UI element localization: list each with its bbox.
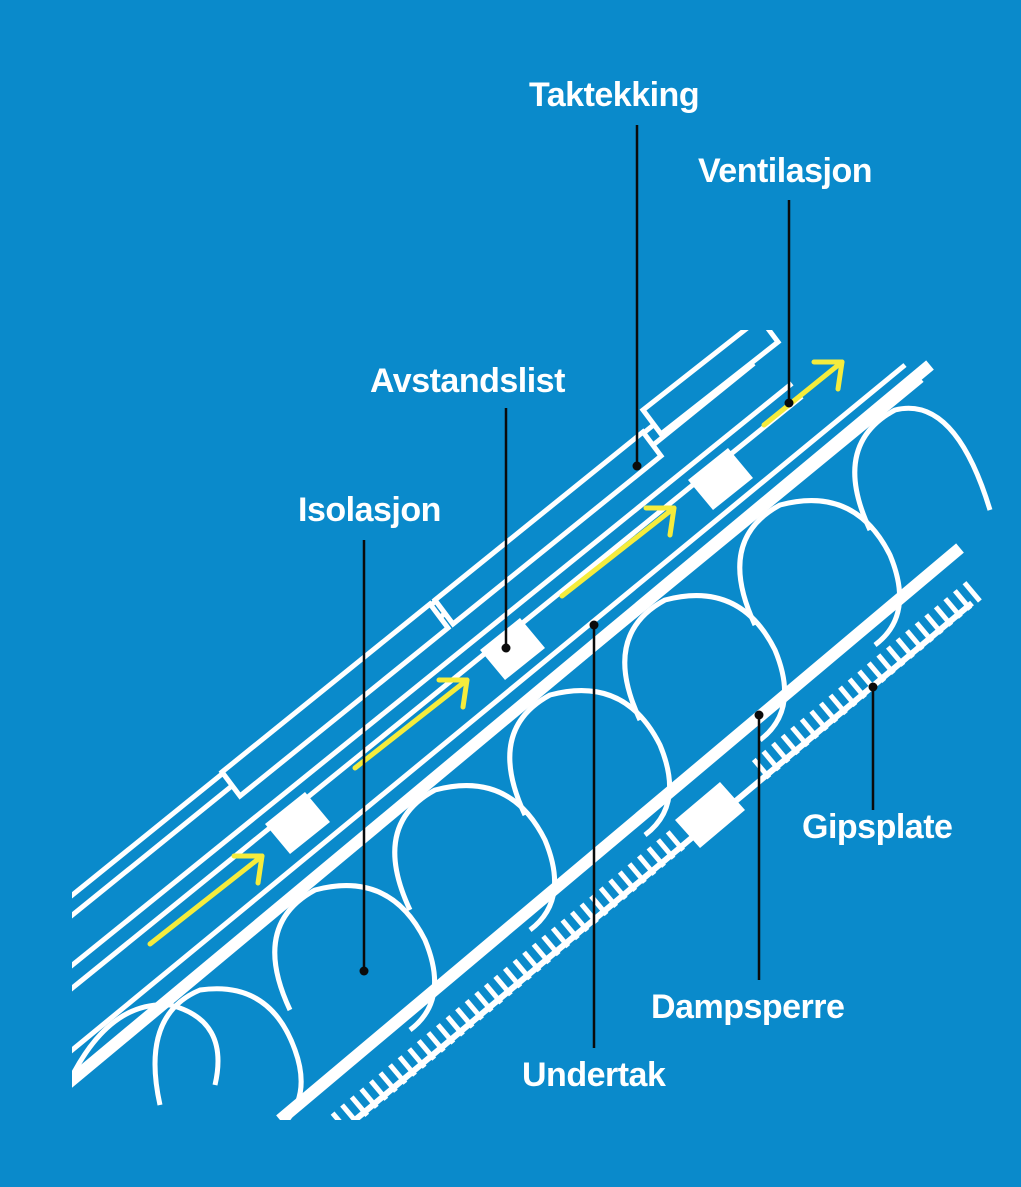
- airflow-arrow-2: [352, 677, 470, 771]
- leader-avstandslist: [501, 408, 511, 653]
- airflow-arrow-1: [147, 853, 265, 947]
- covering-line-4: [72, 394, 804, 992]
- insulation-loop-7: [852, 405, 993, 532]
- leader-isolasjon: [359, 540, 369, 976]
- label-gipsplate: Gipsplate: [802, 808, 953, 846]
- hatch-stroke: [962, 581, 982, 603]
- spacer-1: [265, 792, 330, 854]
- channel-line-upper: [72, 363, 907, 1054]
- insulation-loop-1: [152, 986, 304, 1120]
- covering-line-3: [72, 381, 794, 969]
- hatch-stroke: [330, 1111, 342, 1120]
- batten-2: [431, 428, 665, 628]
- batten-3: [639, 330, 782, 438]
- leader-lines: [359, 125, 878, 1048]
- spacer-3: [688, 448, 753, 510]
- leader-dampsperre: [754, 710, 764, 980]
- leader-ventilasjon: [784, 200, 794, 408]
- spacer-2: [480, 618, 545, 680]
- airflow-arrow-4: [761, 359, 845, 428]
- roof-battens: [218, 330, 782, 800]
- label-undertak: Undertak: [522, 1056, 666, 1094]
- airflow-arrows: [147, 359, 845, 947]
- insulation-loops: [72, 405, 993, 1120]
- label-taktekking: Taktekking: [529, 76, 700, 114]
- leader-undertak: [589, 620, 599, 1048]
- hatch-stroke: [340, 1103, 359, 1120]
- label-ventilasjon: Ventilasjon: [698, 152, 873, 190]
- gypsum-gap-block: [675, 782, 745, 848]
- spacer-blocks: [265, 448, 753, 854]
- insulation-loop-0: [72, 1002, 221, 1086]
- leader-taktekking: [632, 125, 642, 471]
- gypsum-hatch: [330, 581, 982, 1120]
- vapour-barrier-line: [276, 543, 964, 1120]
- undertak-line: [72, 360, 934, 1088]
- label-avstandslist: Avstandslist: [370, 362, 565, 400]
- undertak-board: [72, 360, 934, 1088]
- label-isolasjon: Isolasjon: [298, 491, 441, 529]
- label-dampsperre: Dampsperre: [651, 988, 845, 1026]
- roof-covering-layers: [72, 351, 804, 992]
- batten-1: [218, 600, 452, 800]
- airflow-arrow-3: [559, 505, 677, 599]
- leader-gipsplate: [868, 682, 878, 810]
